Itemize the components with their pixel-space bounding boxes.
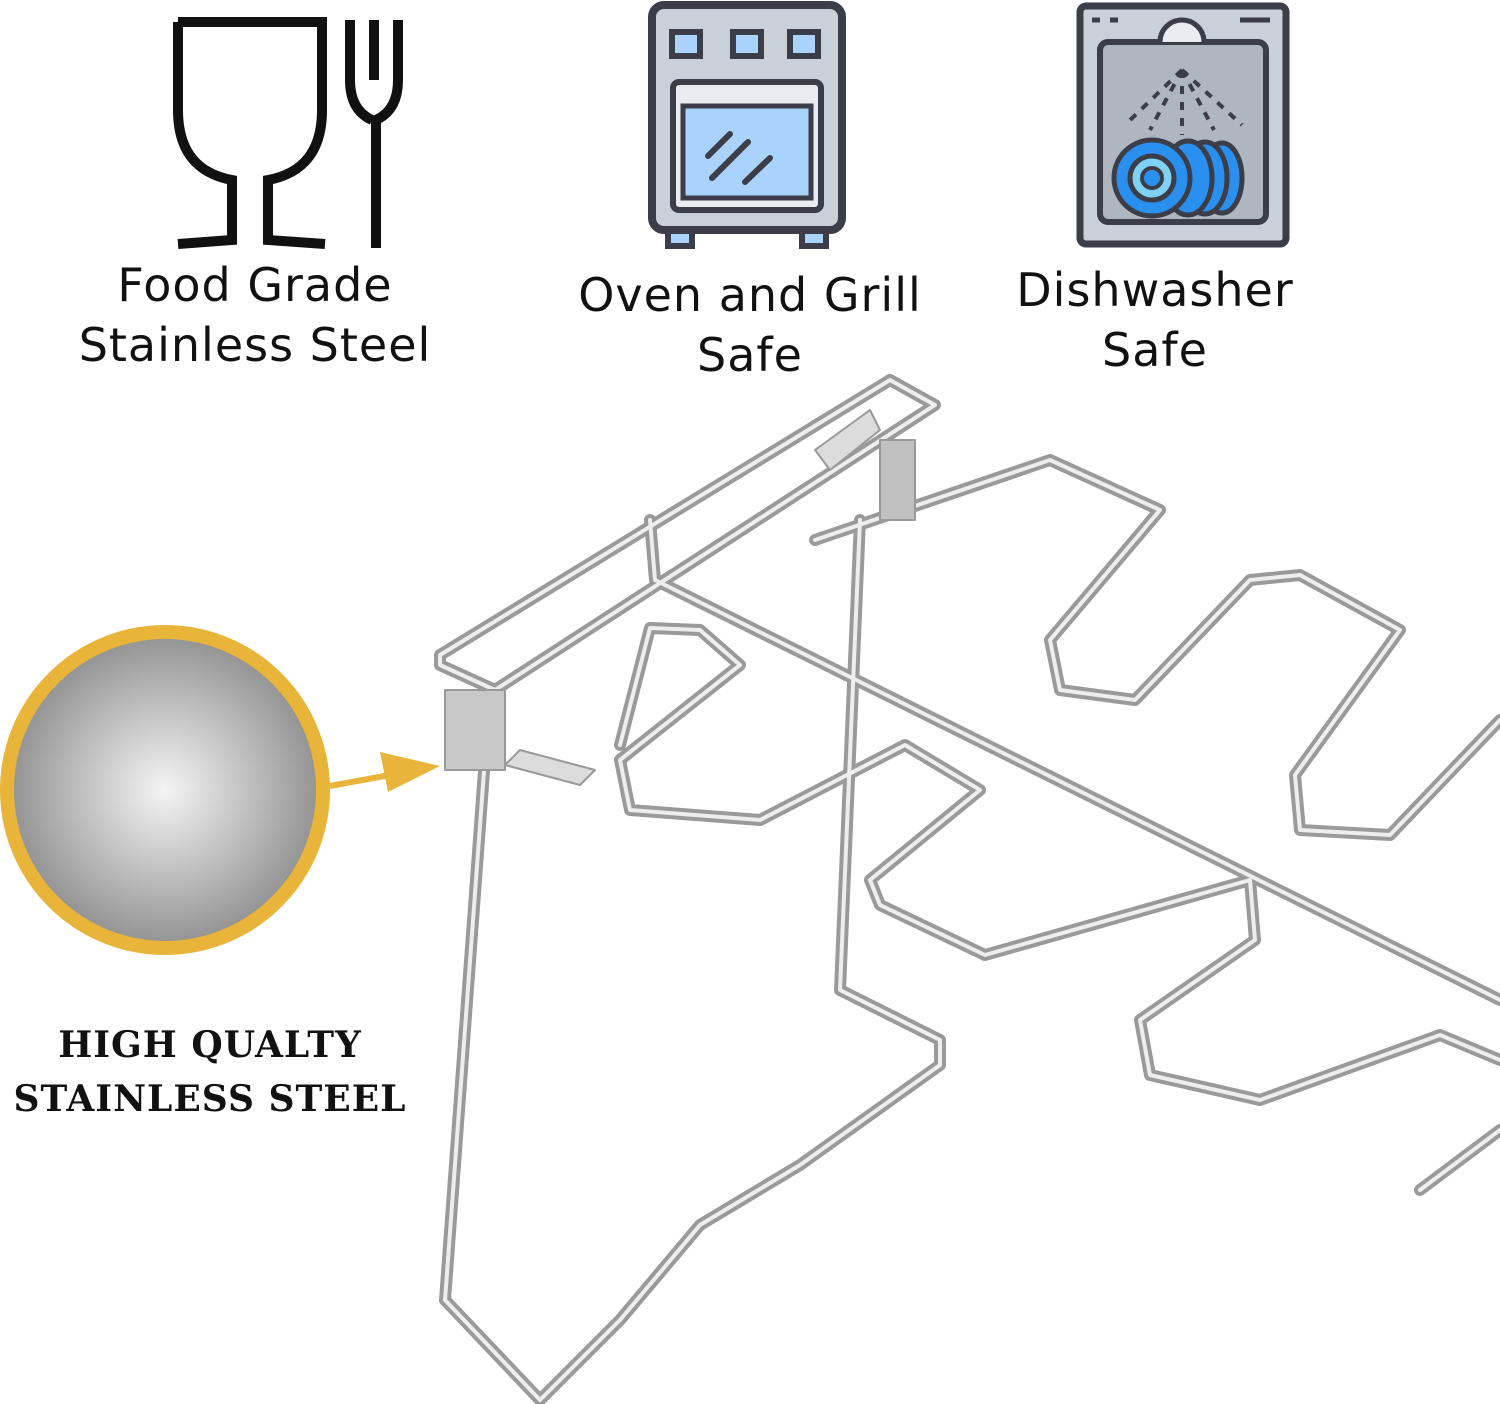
feature-line1: Oven and Grill	[578, 268, 922, 322]
feature-line1: Dishwasher	[1016, 263, 1294, 317]
feature-food-grade: Food Grade Stainless Steel	[60, 255, 450, 375]
arrow-icon	[329, 752, 440, 792]
food-grade-glass-fork-icon	[173, 17, 403, 249]
dishwasher-icon	[1076, 2, 1290, 248]
feature-line2: Stainless Steel	[78, 318, 432, 372]
feature-oven-safe: Oven and Grill Safe	[560, 265, 940, 385]
feature-dishwasher-safe: Dishwasher Safe	[1000, 260, 1310, 380]
callout-line2: STAINLESS STEEL	[13, 1078, 407, 1120]
steel-swatch	[0, 625, 330, 955]
feature-line2: Safe	[697, 328, 803, 382]
feature-line2: Safe	[1102, 323, 1208, 377]
callout-line1: HIGH QUALTY	[58, 1024, 362, 1066]
roasting-rack	[434, 374, 1500, 1404]
feature-line1: Food Grade	[117, 258, 393, 312]
oven-icon	[648, 1, 846, 249]
material-callout: HIGH QUALTY STAINLESS STEEL	[0, 1018, 420, 1126]
